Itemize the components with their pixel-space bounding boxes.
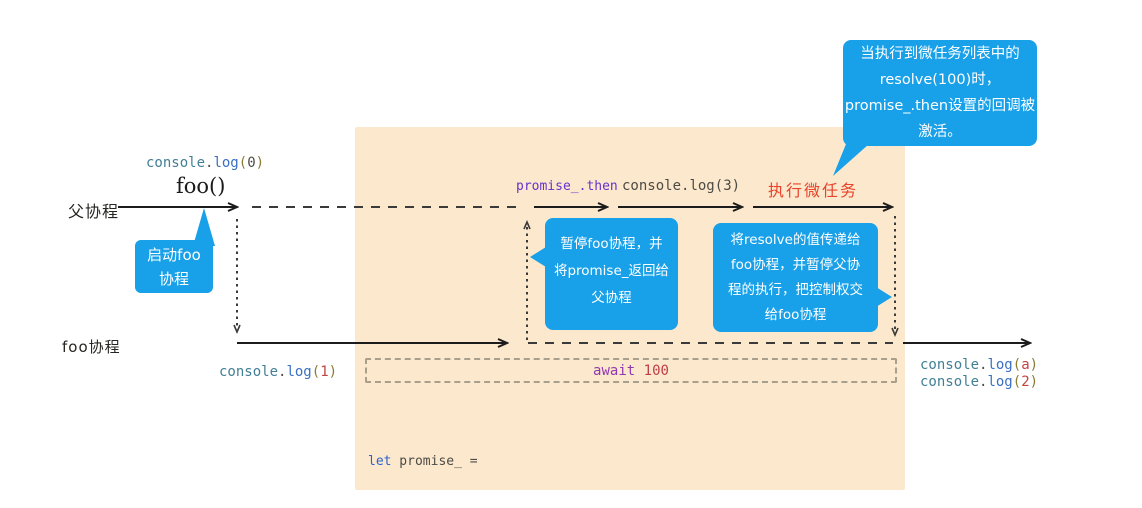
bubble-line: 程的执行，把控制权交: [728, 282, 863, 298]
pause-foo-pointer: [530, 247, 546, 267]
promise-code-block: let promise_ = new Promise((resolve, rej…: [368, 417, 634, 508]
exec-microtask-label: 执行微任务: [768, 181, 859, 200]
promise-then-label: promise_.then: [516, 179, 618, 194]
bubble-line: promise_.then设置的回调被: [844, 98, 1036, 114]
await-100-box: await 100: [365, 358, 897, 383]
bubble-line: 暂停foo协程，并: [560, 236, 663, 252]
bubble-line: resolve(100)时，: [879, 72, 1001, 88]
foo-call-label: foo(): [176, 174, 226, 198]
bubble-line: 父协程: [591, 290, 632, 306]
console-log-a-label: console.log(a): [920, 357, 1039, 373]
console-log-0-label: console.log(0): [146, 155, 265, 171]
bubble-line: 当执行到微任务列表中的: [860, 46, 1020, 62]
bubble-line: 协程: [158, 270, 189, 288]
console-log-3-label: console.log(3): [622, 178, 741, 194]
resolve-value-pointer: [876, 287, 892, 307]
code-line: let promise_ =: [368, 454, 478, 469]
foo-coroutine-label: foo协程: [62, 338, 121, 356]
resolve-value-bubble: 将resolve的值传递给 foo协程，并暂停父协 程的执行，把控制权交 给fo…: [713, 223, 878, 332]
bubble-line: 将promise_返回给: [553, 263, 670, 279]
start-foo-bubble: 启动foo 协程: [135, 240, 213, 293]
console-log-1-label: console.log(1): [219, 364, 338, 380]
start-foo-bubble-tail: [193, 208, 215, 246]
bubble-line: 激活。: [918, 124, 962, 140]
bubble-line: foo协程，并暂停父协: [730, 257, 861, 273]
microtask-note-bubble: 当执行到微任务列表中的 resolve(100)时， promise_.then…: [843, 40, 1037, 146]
pause-foo-bubble: 暂停foo协程，并 将promise_返回给 父协程: [545, 218, 678, 330]
parent-coroutine-label: 父协程: [68, 202, 120, 221]
bubble-line: 给foo协程: [764, 307, 827, 323]
await-100-label: await 100: [593, 362, 669, 379]
console-log-2-label: console.log(2): [920, 374, 1039, 390]
bubble-line: 启动foo: [147, 246, 201, 264]
bubble-line: 将resolve的值传递给: [730, 232, 861, 248]
microtask-note-tail: [833, 144, 869, 176]
